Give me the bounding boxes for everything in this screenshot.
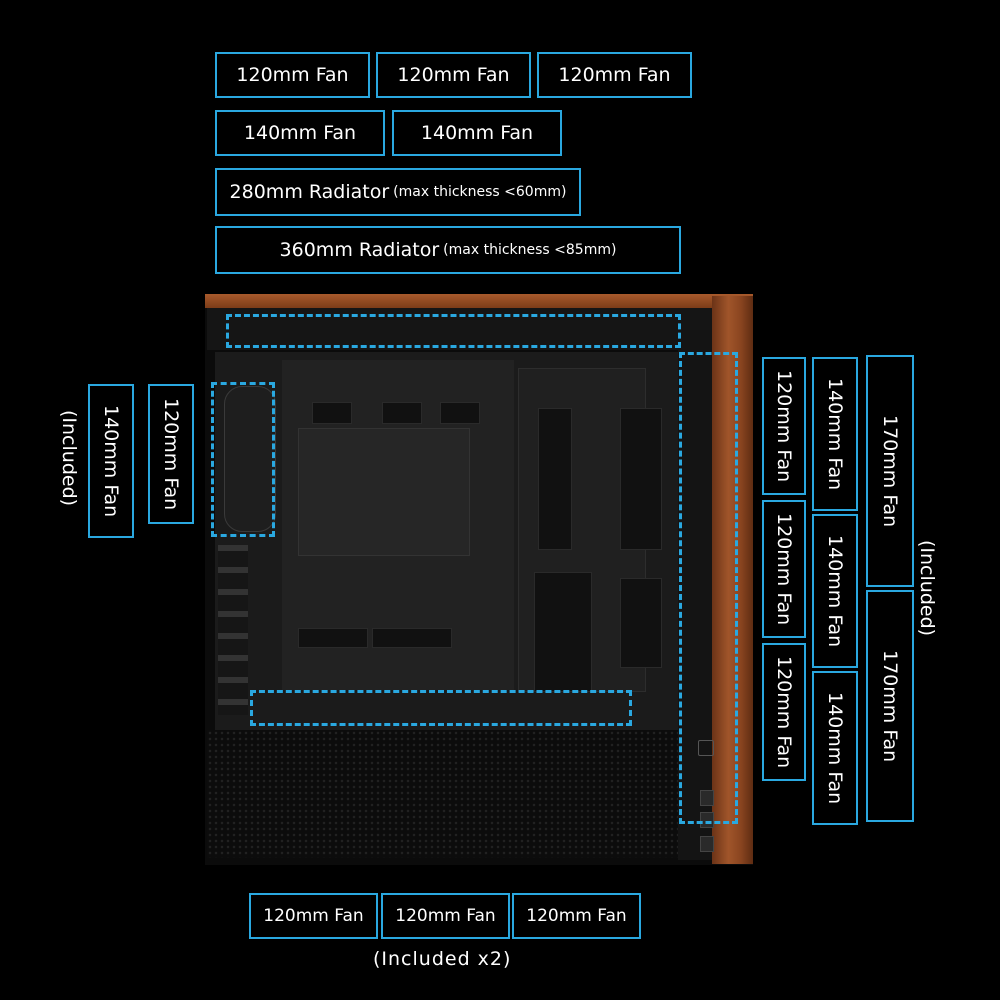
expansion-slots (218, 545, 248, 715)
radiator-360-main: 360mm Radiator (279, 239, 440, 261)
rear-included-note: (Included) (58, 410, 80, 507)
front-mount-zone (679, 352, 738, 824)
cpu-cutout (298, 428, 470, 556)
front-fan-140-label: 140mm Fan (812, 357, 858, 511)
front-fan-140-label: 140mm Fan (812, 514, 858, 668)
wood-top-panel (205, 294, 753, 308)
front-frame (678, 330, 712, 860)
rear-mount-zone (211, 382, 275, 537)
front-fan-170-label: 170mm Fan (866, 590, 914, 822)
rear-fan-120-label: 120mm Fan (148, 384, 194, 524)
front-included-note: (Included) (916, 540, 938, 637)
top-fan-120-label: 120mm Fan (376, 52, 531, 98)
front-fan-170-label: 170mm Fan (866, 355, 914, 587)
front-fan-140-label: 140mm Fan (812, 671, 858, 825)
bottom-mount-zone (250, 690, 632, 726)
front-fan-120-label: 120mm Fan (762, 357, 806, 495)
usb-c-port (700, 836, 714, 852)
drive-cage (534, 572, 592, 692)
grommet (440, 402, 480, 424)
top-fan-120-label: 120mm Fan (537, 52, 692, 98)
bottom-included-note: (Included x2) (373, 948, 512, 970)
top-fan-140-label: 140mm Fan (392, 110, 562, 156)
bottom-fan-120-label: 120mm Fan (381, 893, 510, 939)
front-fan-120-label: 120mm Fan (762, 500, 806, 638)
grommet (372, 628, 452, 648)
bottom-fan-120-label: 120mm Fan (249, 893, 378, 939)
front-fan-120-label: 120mm Fan (762, 643, 806, 781)
top-mount-zone (226, 314, 681, 348)
radiator-360-note: (max thickness <85mm) (443, 242, 617, 258)
grommet (382, 402, 422, 424)
grommet (312, 402, 352, 424)
ssd-bracket (538, 408, 572, 550)
psu-shroud (207, 730, 695, 858)
radiator-360-label: 360mm Radiator(max thickness <85mm) (215, 226, 681, 274)
ssd-bracket (620, 578, 662, 668)
wood-front-panel (712, 296, 753, 864)
grommet (298, 628, 368, 648)
radiator-280-main: 280mm Radiator (229, 181, 390, 203)
top-fan-140-label: 140mm Fan (215, 110, 385, 156)
ssd-bracket (620, 408, 662, 550)
top-fan-120-label: 120mm Fan (215, 52, 370, 98)
usb-port (700, 812, 714, 828)
rear-fan (224, 386, 276, 532)
bottom-fan-120-label: 120mm Fan (512, 893, 641, 939)
usb-port (700, 790, 714, 806)
rear-fan-140-label: 140mm Fan (88, 384, 134, 538)
radiator-280-label: 280mm Radiator(max thickness <60mm) (215, 168, 581, 216)
power-button (698, 740, 714, 756)
radiator-280-note: (max thickness <60mm) (393, 184, 567, 200)
